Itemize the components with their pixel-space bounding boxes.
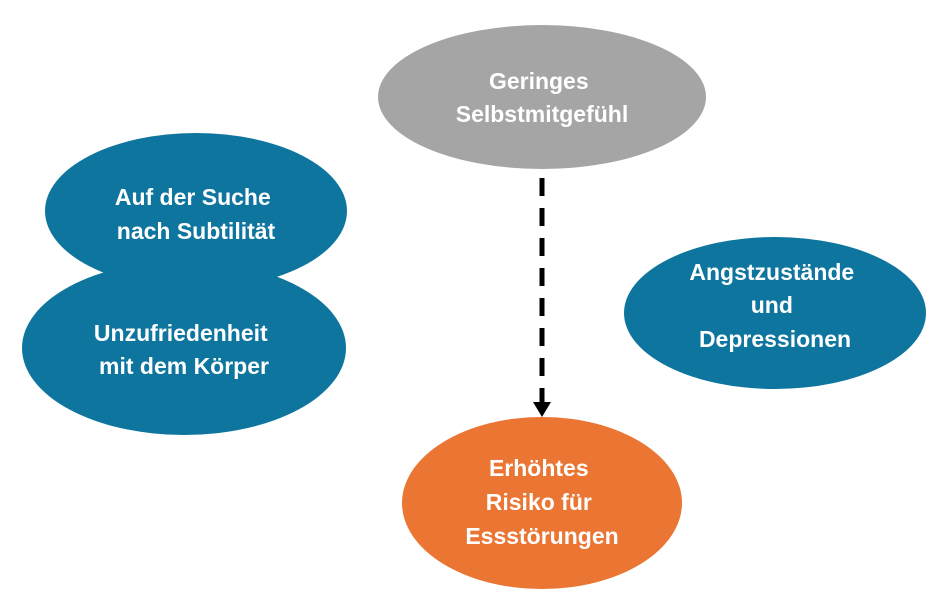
- node-subtility-line-2: nach Subtilität: [117, 218, 276, 244]
- arrowhead-icon: [533, 402, 551, 417]
- node-subtility: Auf der Suche nach Subtilität: [45, 133, 347, 289]
- node-eating-disorder-risk-line-1: Erhöhtes: [489, 455, 589, 481]
- svg-text:Unzufriedenheit mit dem: Unzufriedenheit mit dem Körper: [94, 320, 274, 379]
- node-anxiety-depression-line-3: Depressionen: [699, 326, 851, 352]
- svg-text:Erhöhtes Risiko für: Erhöhtes Risiko für Essstörungen: [465, 455, 618, 549]
- node-subtility-line-1: Auf der Suche: [115, 184, 271, 210]
- node-low-self-compassion-line-1: Geringes: [489, 68, 589, 94]
- node-anxiety-depression-line-2: und: [751, 292, 793, 318]
- node-low-self-compassion-line-2: Selbstmitgefühl: [456, 101, 629, 127]
- node-body-dissatisfaction: Unzufriedenheit mit dem Körper: [22, 261, 346, 435]
- node-low-self-compassion: Geringes Selbstmitgefühl: [378, 25, 706, 169]
- node-body-dissatisfaction-line-1: Unzufriedenheit: [94, 320, 268, 346]
- node-anxiety-depression: Angstzustände und Depressionen: [624, 237, 926, 389]
- svg-text:Angstzustände und: Angstzustände und Depressionen: [689, 259, 860, 352]
- svg-text:Auf der Suche nach Subti: Auf der Suche nach Subtilität: [115, 184, 277, 244]
- node-body-dissatisfaction-line-2: mit dem Körper: [99, 353, 269, 379]
- node-eating-disorder-risk-line-3: Essstörungen: [465, 523, 618, 549]
- svg-text:Geringes Selbstmitgefühl: Geringes Selbstmitgefühl: [456, 68, 629, 127]
- node-eating-disorder-risk: Erhöhtes Risiko für Essstörungen: [402, 417, 682, 589]
- node-eating-disorder-risk-line-2: Risiko für: [486, 489, 592, 515]
- node-anxiety-depression-line-1: Angstzustände: [689, 259, 854, 285]
